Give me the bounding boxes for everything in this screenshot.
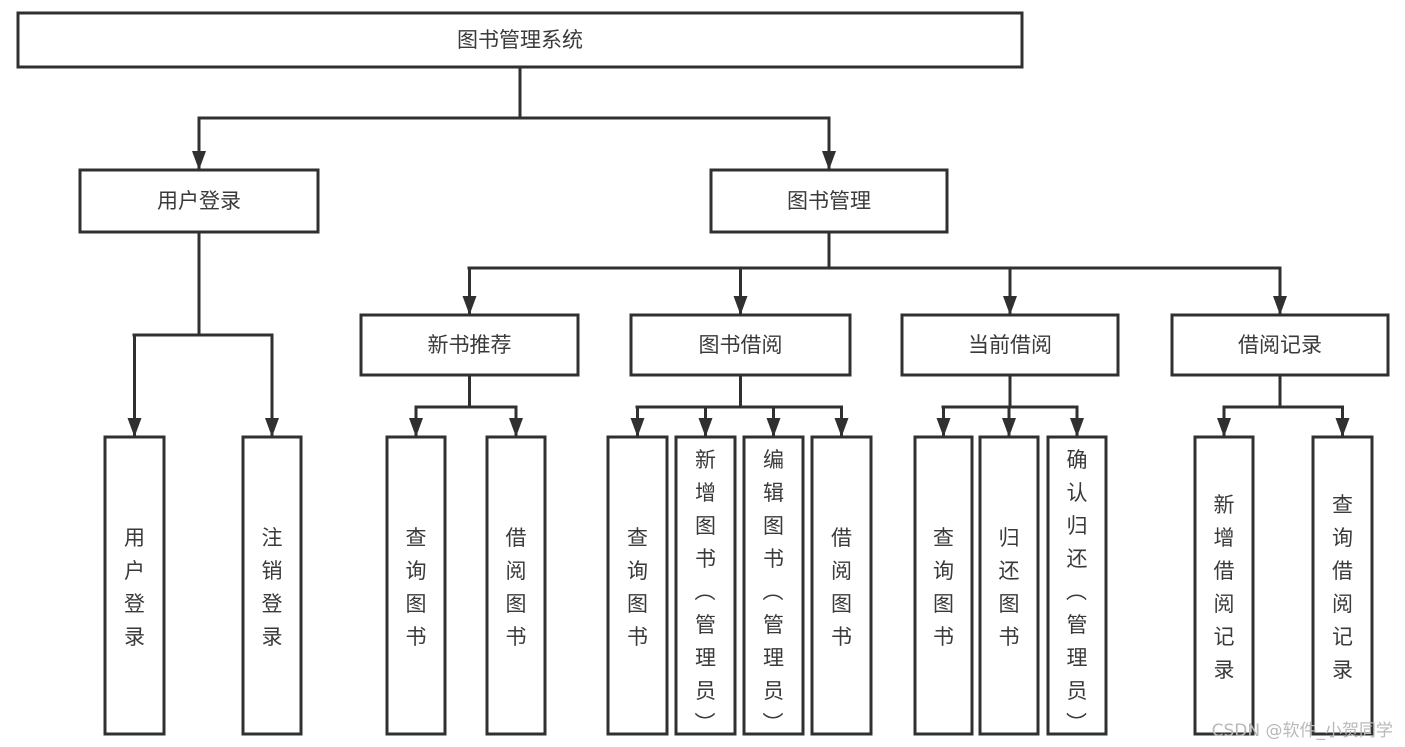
node-box-leaf-confirm-return[interactable]	[1046, 435, 1108, 736]
node-label-leaf-query-book-3: 查询图书	[933, 526, 954, 649]
node-label-leaf-return-book: 归还图书	[999, 526, 1020, 649]
node-box-leaf-borrow-book-2[interactable]	[810, 435, 873, 736]
node-leaf-query-book-1[interactable]: 查询图书	[385, 435, 447, 736]
node-box-book-manage[interactable]	[709, 168, 949, 234]
node-box-borrow-record[interactable]	[1170, 313, 1390, 377]
node-label-leaf-add-record: 新增借阅记录	[1214, 493, 1235, 682]
arrow-head-icon	[265, 418, 279, 437]
node-box-leaf-query-book-2[interactable]	[606, 435, 669, 736]
node-leaf-add-book[interactable]: 新增图书（管理员）	[674, 435, 737, 736]
node-box-leaf-query-book-1[interactable]	[385, 435, 447, 736]
watermark-text: CSDN @软件_小贺同学	[1211, 721, 1393, 741]
arrow-head-icon	[1070, 418, 1084, 437]
node-book-borrow[interactable]: 图书借阅	[629, 313, 852, 377]
arrow-head-icon	[822, 151, 836, 170]
node-label-book-manage: 图书管理	[787, 189, 871, 213]
node-box-leaf-user-login[interactable]	[103, 435, 166, 736]
node-box-new-book-rec[interactable]	[359, 313, 580, 377]
node-new-book-rec[interactable]: 新书推荐	[359, 313, 580, 377]
node-leaf-logout[interactable]: 注销登录	[241, 435, 303, 736]
arrow-head-icon	[192, 151, 206, 170]
node-label-current-borrow: 当前借阅	[968, 333, 1052, 357]
node-box-leaf-edit-book[interactable]	[742, 435, 805, 736]
node-current-borrow[interactable]: 当前借阅	[900, 313, 1120, 377]
node-label-leaf-query-book-1: 查询图书	[406, 526, 427, 649]
node-box-leaf-add-record[interactable]	[1193, 435, 1255, 736]
node-leaf-query-book-2[interactable]: 查询图书	[606, 435, 669, 736]
arrow-head-icon	[1003, 296, 1017, 315]
node-label-leaf-confirm-return: 确认归还（管理员）	[1066, 448, 1088, 736]
node-leaf-borrow-book-2[interactable]: 借阅图书	[810, 435, 873, 736]
node-label-leaf-borrow-book-1: 借阅图书	[506, 526, 527, 649]
node-borrow-record[interactable]: 借阅记录	[1170, 313, 1390, 377]
arrow-head-icon	[1273, 296, 1287, 315]
node-label-leaf-borrow-book-2: 借阅图书	[831, 526, 852, 649]
arrow-head-icon	[766, 418, 781, 437]
node-root[interactable]: 图书管理系统	[16, 11, 1024, 69]
node-label-leaf-query-book-2: 查询图书	[627, 526, 648, 649]
node-label-leaf-query-record: 查询借阅记录	[1332, 493, 1353, 682]
node-label-leaf-logout: 注销登录	[262, 526, 283, 649]
arrow-head-icon	[127, 418, 142, 437]
arrow-head-icon	[834, 418, 849, 437]
node-box-user-login[interactable]	[78, 168, 320, 234]
node-label-leaf-user-login: 用户登录	[124, 526, 145, 649]
node-leaf-return-book[interactable]: 归还图书	[978, 435, 1040, 736]
edges-layer	[127, 65, 1350, 438]
node-box-leaf-return-book[interactable]	[978, 435, 1040, 736]
node-book-manage[interactable]: 图书管理	[709, 168, 949, 234]
node-box-leaf-query-book-3[interactable]	[913, 435, 974, 736]
arrow-head-icon	[936, 418, 951, 437]
node-box-leaf-logout[interactable]	[241, 435, 303, 736]
node-box-current-borrow[interactable]	[900, 313, 1120, 377]
node-box-root[interactable]	[16, 11, 1024, 69]
node-box-book-borrow[interactable]	[629, 313, 852, 377]
node-leaf-add-record[interactable]: 新增借阅记录	[1193, 435, 1255, 736]
node-leaf-user-login[interactable]: 用户登录	[103, 435, 166, 736]
node-label-borrow-record: 借阅记录	[1238, 333, 1322, 357]
node-label-new-book-rec: 新书推荐	[428, 333, 512, 357]
node-label-root: 图书管理系统	[457, 28, 583, 52]
node-leaf-query-book-3[interactable]: 查询图书	[913, 435, 974, 736]
arrow-head-icon	[462, 296, 477, 315]
arrow-head-icon	[698, 418, 713, 437]
node-user-login[interactable]: 用户登录	[78, 168, 320, 234]
node-label-user-login: 用户登录	[157, 189, 241, 213]
node-leaf-query-record[interactable]: 查询借阅记录	[1311, 435, 1374, 736]
arrow-head-icon	[733, 296, 748, 315]
node-leaf-confirm-return[interactable]: 确认归还（管理员）	[1046, 435, 1108, 736]
arrow-head-icon	[509, 418, 523, 437]
nodes-layer: 图书管理系统用户登录图书管理新书推荐图书借阅当前借阅借阅记录用户登录注销登录查询…	[16, 11, 1390, 736]
arrow-head-icon	[1335, 418, 1350, 437]
node-label-leaf-edit-book: 编辑图书（管理员）	[763, 448, 785, 736]
arrow-head-icon	[630, 418, 645, 437]
node-leaf-edit-book[interactable]: 编辑图书（管理员）	[742, 435, 805, 736]
arrow-head-icon	[1002, 418, 1016, 437]
node-leaf-borrow-book-1[interactable]: 借阅图书	[485, 435, 547, 736]
arrow-head-icon	[409, 418, 423, 437]
node-box-leaf-borrow-book-1[interactable]	[485, 435, 547, 736]
node-label-leaf-add-book: 新增图书（管理员）	[695, 448, 717, 736]
arrow-head-icon	[1217, 418, 1231, 437]
node-label-book-borrow: 图书借阅	[699, 333, 783, 357]
node-box-leaf-query-record[interactable]	[1311, 435, 1374, 736]
node-box-leaf-add-book[interactable]	[674, 435, 737, 736]
